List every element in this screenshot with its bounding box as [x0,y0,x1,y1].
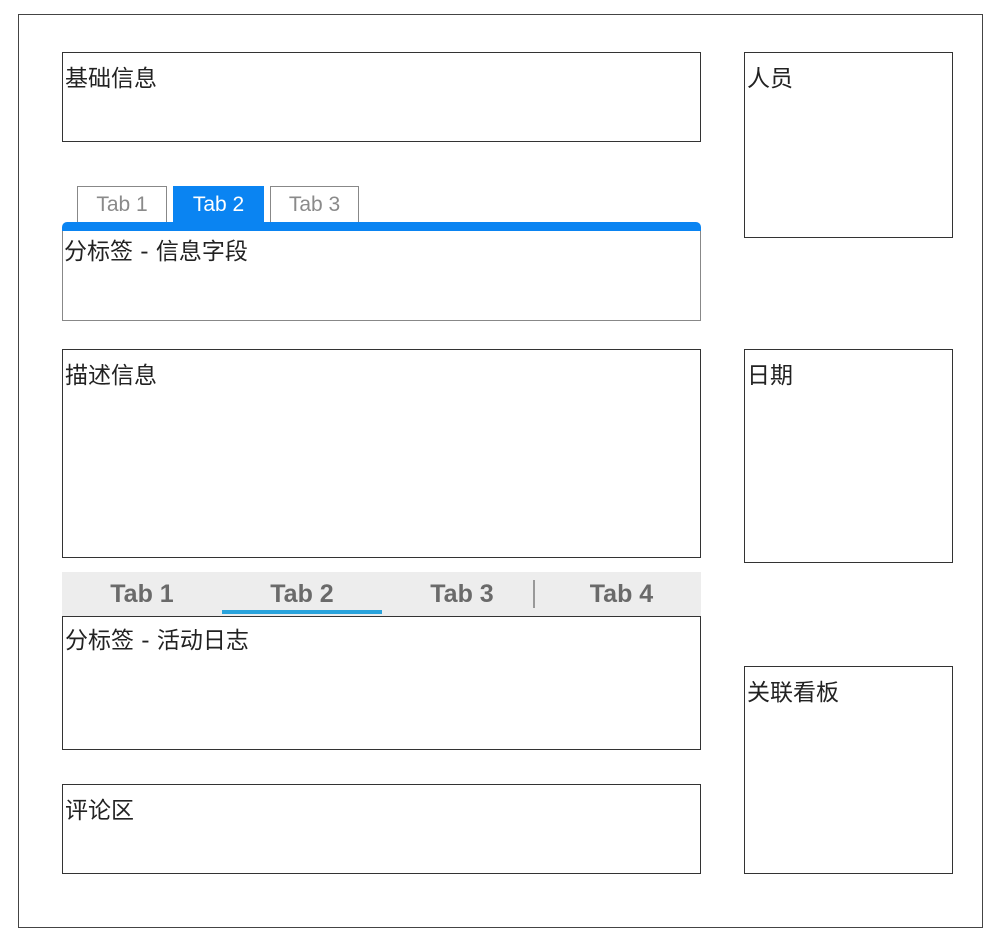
people-label: 人员 [747,66,793,92]
activity-tab-bar: Tab 1 Tab 2 Tab 3 Tab 4 [62,572,701,616]
activity-tab-4[interactable]: Tab 4 [589,579,654,608]
date-label: 日期 [747,363,793,389]
info-tabs-active-band [62,222,701,232]
activity-tab-1[interactable]: Tab 1 [110,579,174,608]
info-tab-panel-label: 分标签 - 信息字段 [64,239,248,265]
info-tab-panel: 分标签 - 信息字段 [62,231,701,321]
activity-tab-3[interactable]: Tab 3 [430,579,494,608]
activity-tab-divider [533,580,535,608]
related-board-section: 关联看板 [744,666,953,874]
info-tab-1[interactable]: Tab 1 [77,186,167,222]
comments-section: 评论区 [62,784,701,874]
activity-tab-active-underline [222,610,382,614]
basic-info-label: 基础信息 [65,66,157,92]
page-frame [18,14,983,928]
info-tab-3[interactable]: Tab 3 [270,186,359,222]
activity-tab-panel: 分标签 - 活动日志 [62,616,701,750]
description-label: 描述信息 [65,363,157,389]
description-section: 描述信息 [62,349,701,558]
related-board-label: 关联看板 [747,680,839,706]
basic-info-section: 基础信息 [62,52,701,142]
people-section: 人员 [744,52,953,238]
activity-tab-2[interactable]: Tab 2 [270,579,334,608]
date-section: 日期 [744,349,953,563]
activity-tab-panel-label: 分标签 - 活动日志 [65,628,249,654]
info-tab-2[interactable]: Tab 2 [173,186,264,222]
comments-label: 评论区 [65,798,134,824]
